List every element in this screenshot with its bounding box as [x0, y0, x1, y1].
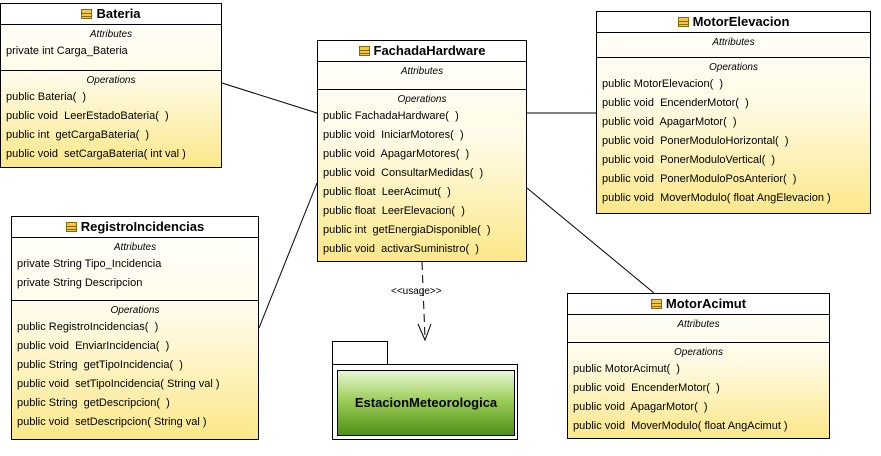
- operation-row: public float LeerElevacion( ): [323, 205, 465, 217]
- attributes-caption: Attributes: [677, 319, 720, 330]
- operation-row: public void PonerModuloVertical( ): [602, 154, 776, 166]
- class-name: MotorElevacion: [692, 14, 790, 29]
- operation-row: public void MoverModulo( float AngElevac…: [602, 192, 831, 204]
- attributes-caption: Attributes: [400, 66, 444, 77]
- class-icon: [677, 17, 689, 27]
- class-header: MotorElevacion: [597, 12, 870, 33]
- class-icon: [65, 222, 77, 232]
- operation-row: public Bateria( ): [6, 91, 87, 103]
- class-header: RegistroIncidencias: [12, 217, 258, 238]
- class-name: RegistroIncidencias: [80, 219, 205, 234]
- package-name: EstacionMeteorologica: [337, 370, 515, 436]
- attributes-caption: Attributes: [712, 37, 755, 48]
- attributes-section: Attributes: [568, 315, 829, 342]
- class-header: MotorAcimut: [568, 294, 829, 315]
- attribute-row: private String Tipo_Incidencia: [17, 258, 162, 270]
- operations-caption: Operations: [709, 62, 758, 73]
- operations-section: Operations public RegistroIncidencias( )…: [12, 300, 258, 432]
- usage-stereotype-label: <<usage>>: [391, 286, 442, 297]
- operation-row: public void EncenderMotor( ): [573, 382, 720, 394]
- operation-row: public void ApagarMotor( ): [573, 401, 708, 413]
- class-name: Bateria: [96, 6, 141, 21]
- operation-row: public void setCargaBateria( int val ): [6, 148, 186, 160]
- operations-section: Operations public Bateria( ) public void…: [1, 70, 221, 164]
- operation-row: public void ConsultarMedidas( ): [323, 167, 484, 179]
- operation-row: public FachadaHardware( ): [323, 110, 459, 122]
- operation-row: public int getCargaBateria( ): [6, 129, 150, 141]
- operation-row: public float LeerAcimut( ): [323, 186, 451, 198]
- class-motorelevacion[interactable]: MotorElevacion Attributes Operations pub…: [596, 11, 871, 214]
- class-header: Bateria: [1, 4, 221, 25]
- operations-caption: Operations: [86, 75, 136, 86]
- operation-row: public void EnviarIncidencia( ): [17, 340, 170, 352]
- attribute-row: private int Carga_Bateria: [6, 45, 128, 57]
- operation-row: public MotorElevacion( ): [602, 78, 724, 90]
- class-icon: [358, 46, 370, 56]
- attribute-row: private String Descripcion: [17, 277, 143, 289]
- attributes-section: Attributes private String Tipo_Incidenci…: [12, 238, 258, 300]
- class-header: FachadaHardware: [318, 41, 526, 62]
- class-registroincidencias[interactable]: RegistroIncidencias Attributes private S…: [11, 216, 259, 440]
- attributes-section: Attributes private int Carga_Bateria: [1, 25, 221, 70]
- operations-section: Operations public MotorElevacion( ) publ…: [597, 57, 870, 208]
- operation-row: public void activarSuministro( ): [323, 243, 479, 255]
- class-motoracimut[interactable]: MotorAcimut Attributes Operations public…: [567, 293, 830, 439]
- class-name: FachadaHardware: [373, 43, 486, 58]
- class-name: MotorAcimut: [665, 296, 747, 311]
- operation-row: public int getEnergiaDisponible( ): [323, 224, 491, 236]
- usage-arrowhead: [417, 323, 432, 342]
- operation-row: public void PonerModuloPosAnterior( ): [602, 173, 797, 185]
- operation-row: public void ApagarMotores( ): [323, 148, 470, 160]
- attributes-section: Attributes: [318, 62, 526, 89]
- operation-row: public void LeerEstadoBateria( ): [6, 110, 169, 122]
- operation-row: public void EncenderMotor( ): [602, 97, 749, 109]
- class-fachadahardware[interactable]: FachadaHardware Attributes Operations pu…: [317, 40, 527, 262]
- class-bateria[interactable]: Bateria Attributes private int Carga_Bat…: [0, 3, 222, 168]
- class-icon: [650, 299, 662, 309]
- operation-row: public void IniciarMotores( ): [323, 129, 464, 141]
- operations-caption: Operations: [674, 347, 723, 358]
- attributes-caption: Attributes: [113, 242, 157, 253]
- operation-row: public void setTipoIncidencia( String va…: [17, 378, 220, 390]
- operation-row: public void ApagarMotor( ): [602, 116, 737, 128]
- operation-row: public String getTipoIncidencia( ): [17, 359, 183, 371]
- operation-row: public MotorAcimut( ): [573, 363, 680, 375]
- operations-section: Operations public FachadaHardware( ) pub…: [318, 89, 526, 259]
- operations-section: Operations public MotorAcimut( ) public …: [568, 342, 829, 436]
- operation-row: public String getDescripcion( ): [17, 397, 170, 409]
- operation-row: public void setDescripcion( String val ): [17, 416, 207, 428]
- operations-caption: Operations: [110, 305, 160, 316]
- operation-row: public RegistroIncidencias( ): [17, 321, 159, 333]
- package-tab: [332, 341, 388, 365]
- attributes-caption: Attributes: [89, 29, 133, 40]
- attributes-section: Attributes: [597, 33, 870, 57]
- operation-row: public void MoverModulo( float AngAcimut…: [573, 420, 788, 432]
- operations-caption: Operations: [397, 94, 447, 105]
- association-fachada-motoracimut: [526, 187, 655, 294]
- package-estacionmeteorologica[interactable]: EstacionMeteorologica: [332, 364, 518, 440]
- class-icon: [81, 9, 93, 19]
- operation-row: public void PonerModuloHorizontal( ): [602, 135, 789, 147]
- association-fachada-registro: [258, 182, 318, 329]
- association-bateria-fachada: [221, 82, 318, 114]
- usage-dependency-line: [421, 261, 426, 339]
